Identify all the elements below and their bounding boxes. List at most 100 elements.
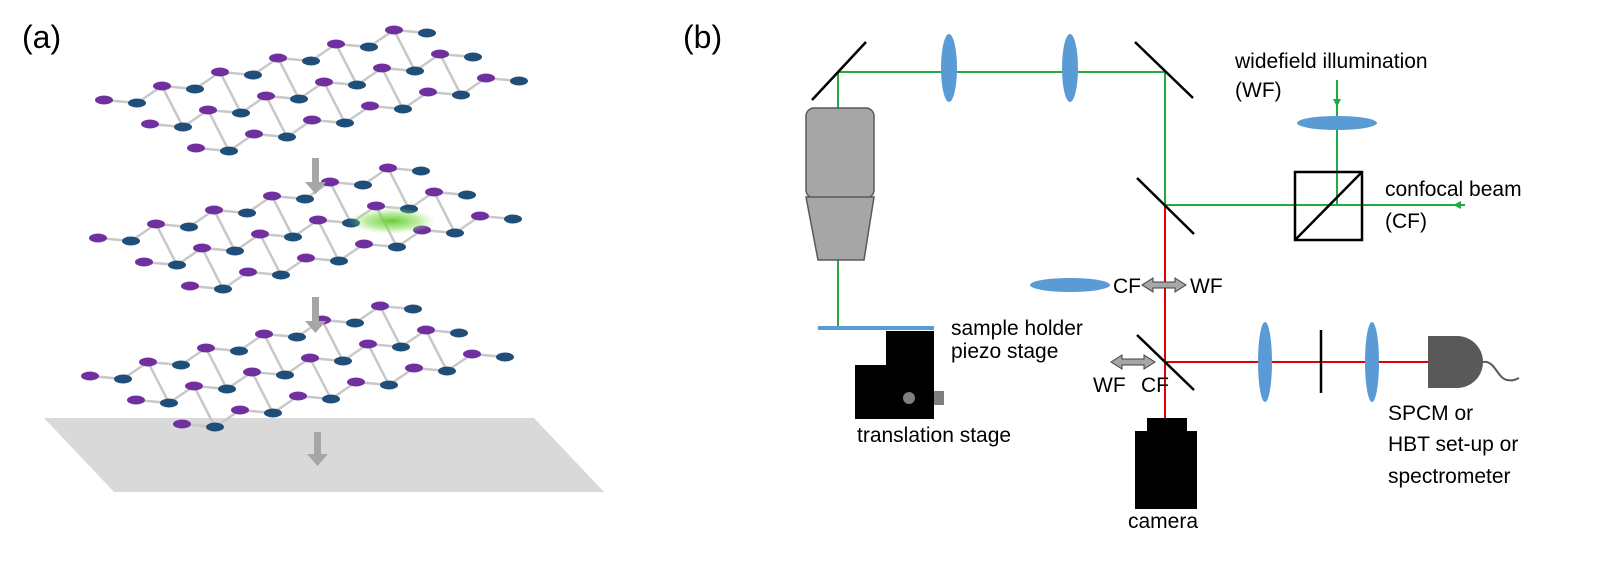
lattice-bond xyxy=(212,209,237,252)
atom-purple xyxy=(385,25,403,35)
switch-top-wf: WF xyxy=(1190,275,1223,298)
atom-blue xyxy=(388,242,406,252)
camera-device xyxy=(1135,418,1197,509)
atom-blue xyxy=(218,384,236,394)
atom-blue xyxy=(180,222,198,232)
atom-blue xyxy=(296,194,314,204)
atom-blue xyxy=(496,352,514,362)
atom-blue xyxy=(278,132,296,142)
switch-top-cf: CF xyxy=(1113,275,1141,298)
atom-purple xyxy=(321,177,339,187)
mirror-top-right xyxy=(1134,41,1194,99)
atom-blue xyxy=(360,42,378,52)
atom-blue xyxy=(226,246,244,256)
atom-blue xyxy=(284,232,302,242)
widefield-arrowhead xyxy=(1333,99,1341,107)
atom-purple xyxy=(301,353,319,363)
piezo-stage-label: piezo stage xyxy=(951,340,1058,363)
atom-purple xyxy=(187,143,205,153)
atom-blue xyxy=(464,52,482,62)
widefield-lens xyxy=(1297,116,1377,130)
detector-cable xyxy=(1482,360,1520,382)
atom-blue xyxy=(160,398,178,408)
lattice-bond xyxy=(322,81,347,124)
atom-purple xyxy=(197,343,215,353)
lattice-bond xyxy=(320,319,345,362)
lattice-bond xyxy=(160,85,185,128)
atom-blue xyxy=(174,122,192,132)
atom-purple xyxy=(359,339,377,349)
camera-label: camera xyxy=(1128,510,1198,533)
atom-blue xyxy=(458,190,476,200)
atom-blue xyxy=(276,370,294,380)
switch-arrows xyxy=(1110,277,1187,370)
atom-purple xyxy=(269,53,287,63)
fluorescence-spot xyxy=(348,208,436,234)
atom-purple xyxy=(463,349,481,359)
atom-blue xyxy=(334,356,352,366)
atom-blue xyxy=(504,214,522,224)
atom-purple xyxy=(199,105,217,115)
lattice-bond xyxy=(366,343,391,386)
atom-purple xyxy=(347,377,365,387)
atom-blue xyxy=(510,76,528,86)
lattice-bond xyxy=(378,305,403,348)
atom-purple xyxy=(181,281,199,291)
atom-purple xyxy=(185,381,203,391)
atom-purple xyxy=(367,201,385,211)
atom-blue xyxy=(412,166,430,176)
atom-blue xyxy=(238,208,256,218)
atom-purple xyxy=(303,115,321,125)
atom-purple xyxy=(127,395,145,405)
widefield-label-abbrev: (WF) xyxy=(1235,79,1282,102)
atom-blue xyxy=(346,318,364,328)
atom-blue xyxy=(214,284,232,294)
atom-purple xyxy=(251,229,269,239)
detector-label-3: spectrometer xyxy=(1388,465,1511,488)
atom-purple xyxy=(417,325,435,335)
panel-a: (a) xyxy=(22,19,604,492)
atom-purple xyxy=(371,301,389,311)
lens-detection-2 xyxy=(1365,322,1379,402)
lattice-bond xyxy=(264,95,289,138)
lattice-layer-middle xyxy=(89,163,522,294)
panel-a-label: (a) xyxy=(22,19,61,55)
widefield-label: widefield illumination xyxy=(1234,50,1428,73)
atom-purple xyxy=(193,243,211,253)
switch-bottom-cf: CF xyxy=(1141,374,1169,397)
panel-b-label: (b) xyxy=(683,19,722,55)
red-emission-path xyxy=(1164,206,1428,418)
lattice-bond xyxy=(218,71,243,114)
lattice-bond xyxy=(192,385,217,428)
atom-purple xyxy=(95,95,113,105)
atom-purple xyxy=(139,357,157,367)
translation-stage-label: translation stage xyxy=(857,424,1011,447)
confocal-label-abbrev: (CF) xyxy=(1385,210,1427,233)
stage-knob xyxy=(903,392,915,404)
atom-blue xyxy=(290,94,308,104)
atom-purple xyxy=(431,49,449,59)
dichroic-mirror xyxy=(1136,177,1195,235)
atom-purple xyxy=(173,419,191,429)
lenses xyxy=(941,34,1379,402)
atom-purple xyxy=(361,101,379,111)
atom-purple xyxy=(297,253,315,263)
lattice-bond xyxy=(316,219,341,262)
atom-blue xyxy=(418,28,436,38)
confocal-arrowhead xyxy=(1453,201,1461,209)
objective-body xyxy=(805,107,875,199)
atom-blue xyxy=(392,342,410,352)
atom-blue xyxy=(330,256,348,266)
atom-purple xyxy=(135,257,153,267)
atom-purple xyxy=(419,87,437,97)
atom-purple xyxy=(257,91,275,101)
atom-blue xyxy=(380,380,398,390)
lattice-bond xyxy=(380,67,405,110)
lattice-bond xyxy=(154,223,179,266)
atom-purple xyxy=(245,129,263,139)
atom-purple xyxy=(147,219,165,229)
atom-purple xyxy=(309,215,327,225)
atom-blue xyxy=(186,84,204,94)
atom-blue xyxy=(438,366,456,376)
